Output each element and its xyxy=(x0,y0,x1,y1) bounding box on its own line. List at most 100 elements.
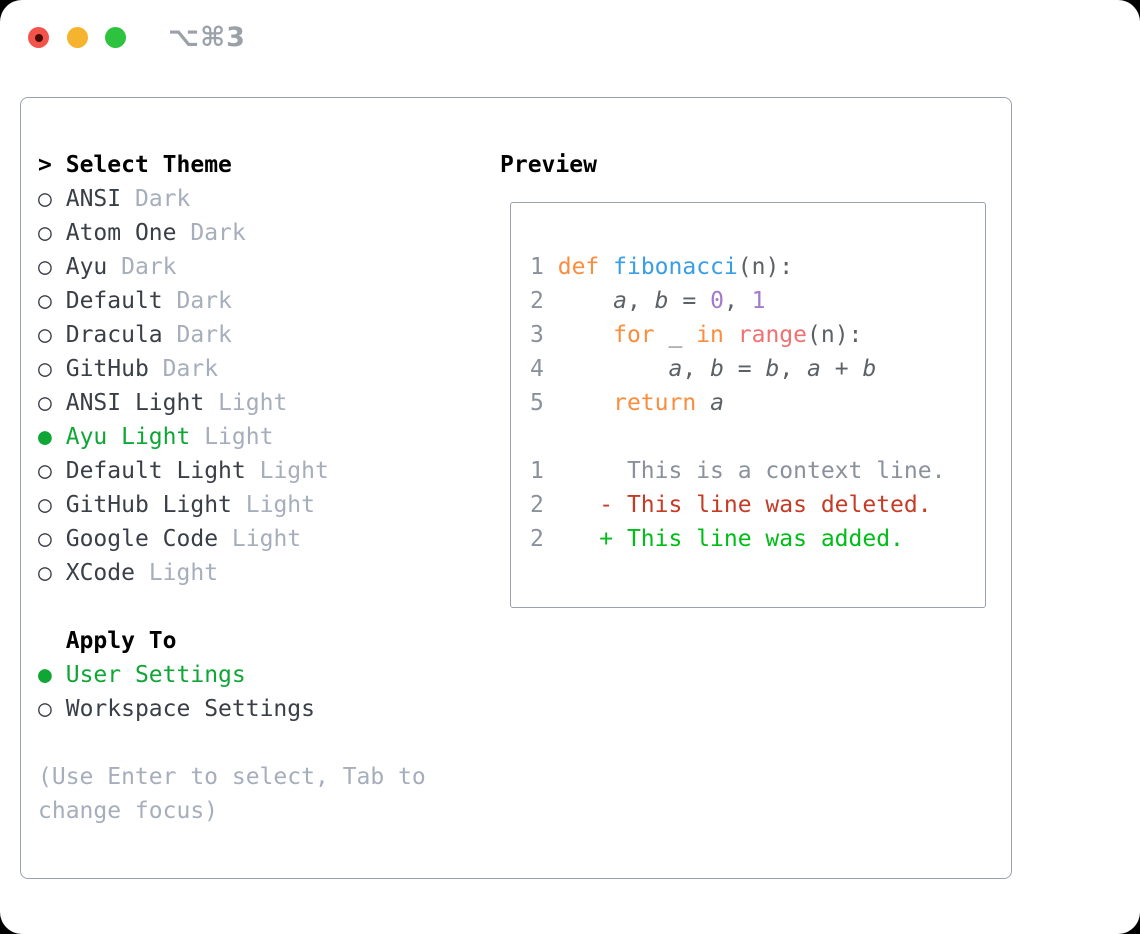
code-token: = xyxy=(668,288,711,314)
code-token: range xyxy=(737,322,808,348)
theme-tag-label: Dark xyxy=(134,186,191,212)
preview-code-line: 1 This is a context line. xyxy=(530,454,945,488)
code-token: a xyxy=(807,356,821,382)
line-number: 2 xyxy=(530,492,544,518)
theme-option[interactable]: ○ Default Light Light xyxy=(38,454,426,488)
theme-tag-label: Light xyxy=(245,492,315,518)
select-theme-header-label: Select Theme xyxy=(65,152,232,178)
theme-name-label: Ayu xyxy=(65,254,108,280)
theme-option[interactable]: ● Ayu Light Light xyxy=(38,420,426,454)
code-token xyxy=(558,390,613,416)
theme-tag-label: Light xyxy=(148,560,219,586)
apply-to-option-label: User Settings xyxy=(65,662,246,688)
theme-option[interactable]: ○ Google Code Light xyxy=(38,522,426,556)
code-token: _ xyxy=(654,322,697,348)
spacer-row xyxy=(38,726,426,760)
theme-option[interactable]: ○ Dracula Dark xyxy=(38,318,426,352)
code-token: for xyxy=(613,322,655,348)
theme-option[interactable]: ○ ANSI Dark xyxy=(38,182,426,216)
code-token: = xyxy=(723,356,766,382)
window-shortcut-label: ⌥⌘3 xyxy=(168,22,246,53)
radio-unselected-icon: ○ xyxy=(38,186,52,212)
theme-tag-label: Light xyxy=(218,390,288,416)
code-token: a xyxy=(613,288,627,314)
theme-option[interactable]: ○ Atom One Dark xyxy=(38,216,426,250)
radio-unselected-icon: ○ xyxy=(38,390,52,416)
preview-code-line: 1 def fibonacci(n): xyxy=(530,250,945,284)
radio-selected-icon: ● xyxy=(38,662,52,688)
code-token: + This line was added. xyxy=(557,526,904,552)
apply-to-header-label: Apply To xyxy=(65,628,177,654)
spacer-row xyxy=(38,590,426,624)
radio-unselected-icon: ○ xyxy=(38,492,52,518)
code-token: + xyxy=(820,356,863,382)
theme-tag-label: Dark xyxy=(176,322,232,348)
preview-code-line: 2 a, b = 0, 1 xyxy=(530,284,945,318)
preview-title: Preview xyxy=(500,152,597,178)
code-token: (n): xyxy=(737,254,794,280)
line-number: 4 xyxy=(530,356,544,382)
radio-unselected-icon: ○ xyxy=(38,458,52,484)
line-number: 2 xyxy=(530,288,544,314)
preview-code-line: 3 for _ in range(n): xyxy=(530,318,945,352)
line-number: 1 xyxy=(530,254,544,280)
theme-tag-label: Dark xyxy=(162,356,219,382)
code-token xyxy=(599,254,613,280)
code-token: a xyxy=(668,356,683,382)
theme-option[interactable]: ○ ANSI Light Light xyxy=(38,386,426,420)
code-token: , xyxy=(626,288,655,314)
radio-unselected-icon: ○ xyxy=(38,254,52,280)
code-token xyxy=(558,322,613,348)
title-bar: ⌥⌘3 xyxy=(0,0,1140,76)
apply-to-option[interactable]: ○ Workspace Settings xyxy=(38,692,426,726)
code-token xyxy=(558,288,613,314)
code-token: This is a context line. xyxy=(557,458,946,484)
theme-option[interactable]: ○ GitHub Light Light xyxy=(38,488,426,522)
theme-name-label: ANSI Light xyxy=(65,390,205,416)
minimize-window-button[interactable] xyxy=(67,27,88,48)
theme-name-label: Atom One xyxy=(65,220,177,246)
theme-name-label: ANSI xyxy=(65,186,122,212)
spacer-row xyxy=(530,420,945,454)
theme-name-label: GitHub xyxy=(65,356,149,382)
theme-option[interactable]: ○ GitHub Dark xyxy=(38,352,426,386)
theme-option[interactable]: ○ XCode Light xyxy=(38,556,426,590)
apply-to-header: Apply To xyxy=(38,624,426,658)
select-theme-header: > Select Theme xyxy=(38,148,426,182)
code-token: b xyxy=(710,356,724,382)
preview-code-line: 2 + This line was added. xyxy=(530,522,945,556)
tui-panel xyxy=(20,97,1012,879)
zoom-window-button[interactable] xyxy=(105,27,126,48)
code-token: in xyxy=(696,322,724,348)
code-token: fibonacci xyxy=(613,254,738,280)
code-token: , xyxy=(682,356,711,382)
line-number: 3 xyxy=(530,322,544,348)
code-token: b xyxy=(862,356,877,382)
theme-tag-label: Dark xyxy=(176,288,232,314)
code-token: , xyxy=(779,356,808,382)
close-window-button[interactable] xyxy=(28,27,49,48)
code-token: return xyxy=(613,390,697,416)
code-token: a xyxy=(710,390,724,416)
radio-unselected-icon: ○ xyxy=(38,322,52,348)
theme-selector-column: > Select Theme○ ANSI Dark○ Atom One Dark… xyxy=(38,148,426,828)
apply-to-option-label: Workspace Settings xyxy=(65,696,315,722)
line-number: 5 xyxy=(530,390,544,416)
radio-unselected-icon: ○ xyxy=(38,220,52,246)
theme-tag-label: Light xyxy=(259,458,329,484)
code-token: 0 xyxy=(710,288,724,314)
preview-box xyxy=(510,202,986,608)
theme-tag-label: Dark xyxy=(121,254,177,280)
theme-option[interactable]: ○ Default Dark xyxy=(38,284,426,318)
preview-code-line: 5 return a xyxy=(530,386,945,420)
code-token: 1 xyxy=(751,288,766,314)
radio-unselected-icon: ○ xyxy=(38,356,52,382)
theme-name-label: XCode xyxy=(65,560,135,586)
apply-to-option[interactable]: ● User Settings xyxy=(38,658,426,692)
preview-code-line: 4 a, b = b, a + b xyxy=(530,352,945,386)
code-token: - This line was deleted. xyxy=(557,492,932,518)
theme-name-label: Dracula xyxy=(65,322,163,348)
radio-unselected-icon: ○ xyxy=(38,560,52,586)
theme-option[interactable]: ○ Ayu Dark xyxy=(38,250,426,284)
